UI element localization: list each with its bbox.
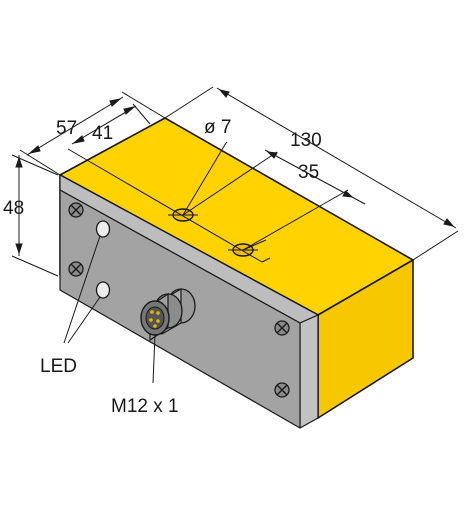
connector-label: M12 x 1 <box>111 396 179 417</box>
led-indicator <box>95 281 111 299</box>
screw-icon <box>68 202 84 218</box>
front-plate-side-edge <box>299 314 319 429</box>
dimension-lines <box>11 86 459 277</box>
dim-label-130: 130 <box>290 130 322 151</box>
dim-label-48: 48 <box>3 198 24 219</box>
dim-label-57: 57 <box>56 118 77 139</box>
led-leader-lines <box>63 235 101 344</box>
dim-label-diameter: ø 7 <box>204 117 231 138</box>
screw-icon <box>68 261 84 277</box>
led-label: LED <box>40 356 77 377</box>
dim-label-41: 41 <box>92 123 113 144</box>
dim-label-35: 35 <box>298 162 319 183</box>
led-indicator <box>95 220 111 238</box>
screw-icon <box>274 320 290 336</box>
connector-leader-line <box>152 333 156 384</box>
m12-connector-icon <box>140 287 196 342</box>
screw-icon <box>274 382 290 398</box>
